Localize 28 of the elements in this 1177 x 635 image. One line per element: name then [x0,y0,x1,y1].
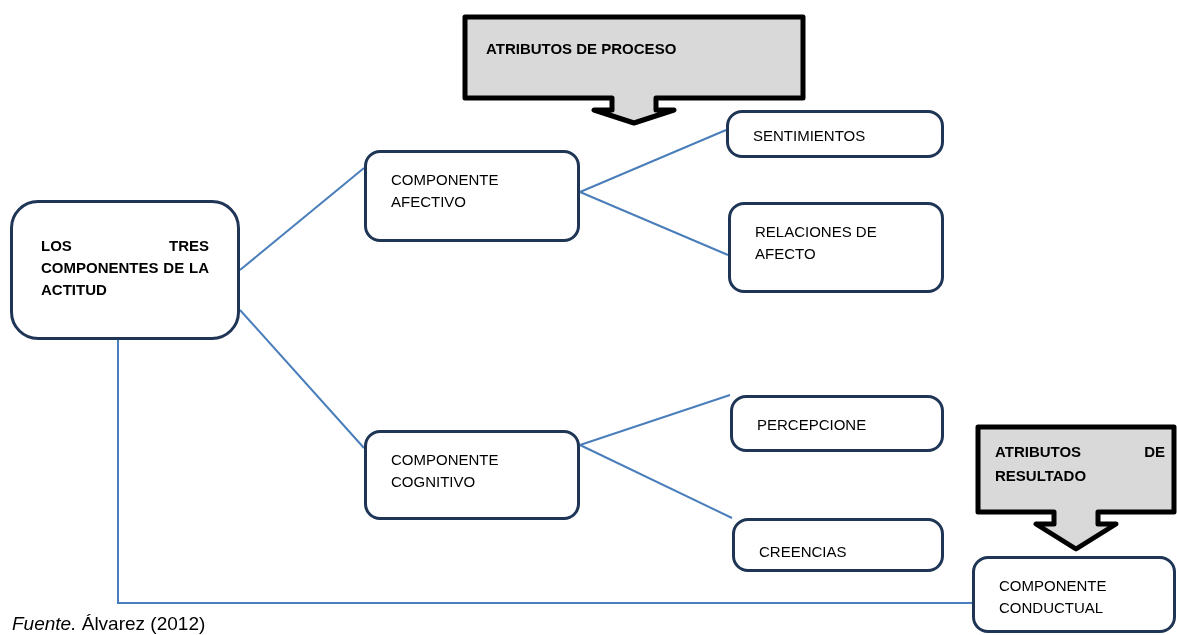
node-text: PERCEPCIONE [757,415,868,435]
node-text: COMPONENTE COGNITIVO [391,450,500,492]
node-text: ATRIBUTOS DE PROCESO [486,39,678,59]
caption: Fuente. Álvarez (2012) [12,612,206,635]
connector-line [579,191,729,256]
rounded-box [10,200,240,340]
node-text: LOS TRES COMPONENTES DE LA ACTITUD [41,236,209,300]
node-text: COMPONENTE AFECTIVO [391,170,500,212]
rounded-box [730,395,944,452]
node-text: RELACIONES DE AFECTO [755,222,878,264]
connector-line [579,444,733,519]
rounded-box [364,430,580,520]
node-text: ATRIBUTOS DE RESULTADO [995,442,1165,486]
rounded-box [728,202,944,293]
node-text: CREENCIAS [759,542,848,562]
connector-line [579,394,731,446]
node-text: SENTIMIENTOS [753,126,867,146]
node-text: COMPONENTE CONDUCTUAL [999,576,1108,618]
connector-line [579,129,727,193]
connector-line [239,167,365,271]
rounded-box [364,150,580,242]
rounded-box [726,110,944,158]
rounded-box [972,556,1176,633]
connector-line [117,339,973,604]
connector-line [239,309,365,449]
rounded-box [732,518,944,572]
callout-arrow-box [975,424,1177,552]
callout-arrow-box [462,14,806,126]
